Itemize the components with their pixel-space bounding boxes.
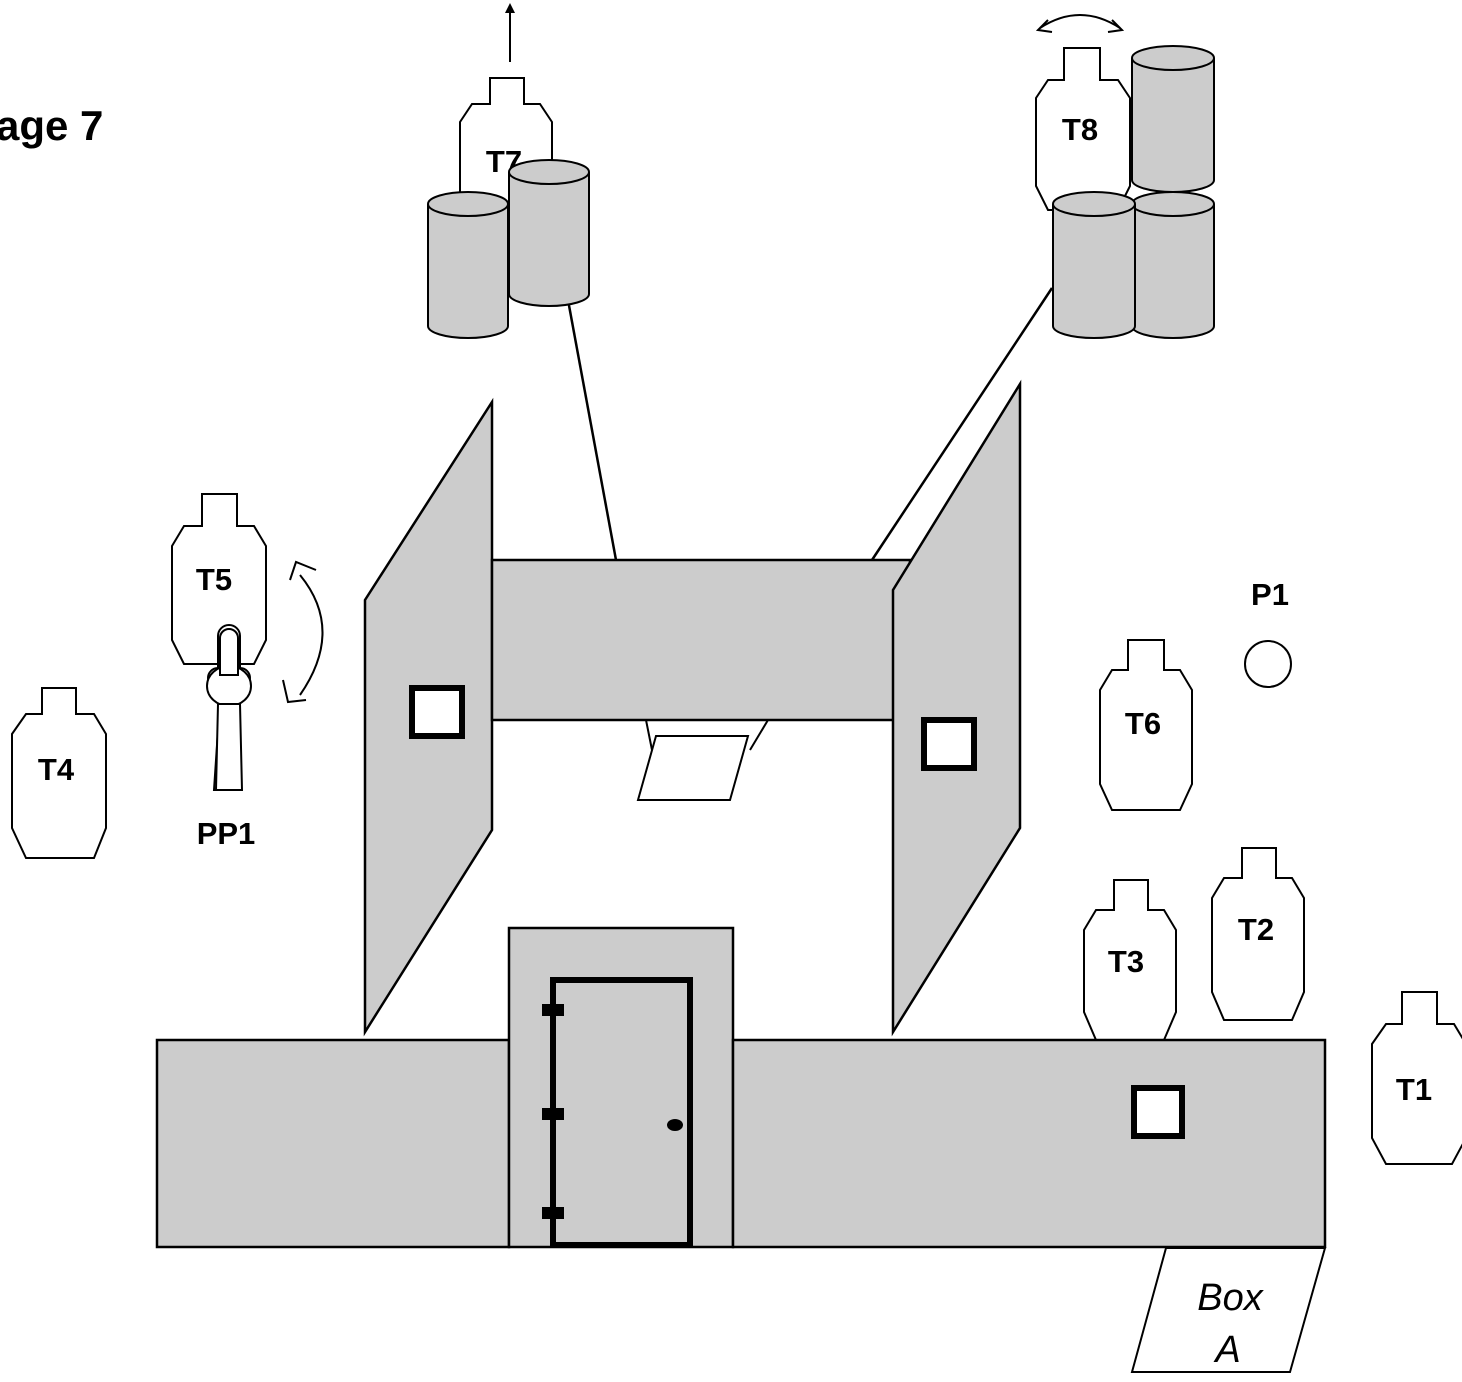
shelf-table xyxy=(636,719,769,801)
wall-bottom-left xyxy=(155,1038,511,1249)
target-t1: T1 xyxy=(1371,991,1462,1165)
barrel-icon xyxy=(508,159,590,307)
port-window-icon xyxy=(409,685,465,739)
port-window-icon xyxy=(921,717,977,771)
swing-arrow-icon-head-right xyxy=(1107,19,1125,33)
target-label-t8: T8 xyxy=(1062,112,1098,147)
cable-line-t8 xyxy=(870,287,1054,561)
target-label-t2: T2 xyxy=(1238,912,1274,947)
target-t3: T3 xyxy=(1083,879,1177,1041)
target-t5: T5 xyxy=(171,493,267,665)
target-t4: T4 xyxy=(11,687,107,859)
target-t8: T8 xyxy=(1035,47,1131,211)
cable-line-t7 xyxy=(566,299,618,561)
target-label-t1: T1 xyxy=(1396,1072,1432,1107)
target-t6: T6 xyxy=(1099,639,1193,811)
target-label-t4: T4 xyxy=(38,752,75,787)
popper-label: P1 xyxy=(1251,577,1289,612)
swing-arc-icon xyxy=(282,560,324,704)
stage-title: age 7 xyxy=(0,102,103,149)
start-box-a xyxy=(1130,1247,1327,1373)
no-shoot-label: PP1 xyxy=(197,816,256,851)
no-shoot-popper xyxy=(206,624,252,791)
target-label-t5: T5 xyxy=(196,562,232,597)
start-box-label-line2: A xyxy=(1213,1329,1240,1371)
wall-top xyxy=(490,558,912,722)
swing-arrow-icon-head-left xyxy=(1035,19,1053,33)
wall-right-angled xyxy=(891,379,1022,1037)
port-window-icon xyxy=(1131,1085,1185,1139)
barrel-icon xyxy=(1131,191,1215,339)
target-label-t3: T3 xyxy=(1108,944,1144,979)
wall-bottom-right xyxy=(731,1038,1327,1249)
popper-p1-icon xyxy=(1244,640,1292,688)
barrel-icon xyxy=(1131,45,1215,193)
target-label-t6: T6 xyxy=(1125,706,1161,741)
swing-arrow-icon xyxy=(1039,14,1121,29)
start-box-label-line1: Box xyxy=(1197,1277,1264,1319)
door-icon xyxy=(542,977,693,1248)
target-t2: T2 xyxy=(1211,847,1305,1021)
barrel-icon xyxy=(427,191,509,339)
barrel-icon xyxy=(1052,191,1136,339)
